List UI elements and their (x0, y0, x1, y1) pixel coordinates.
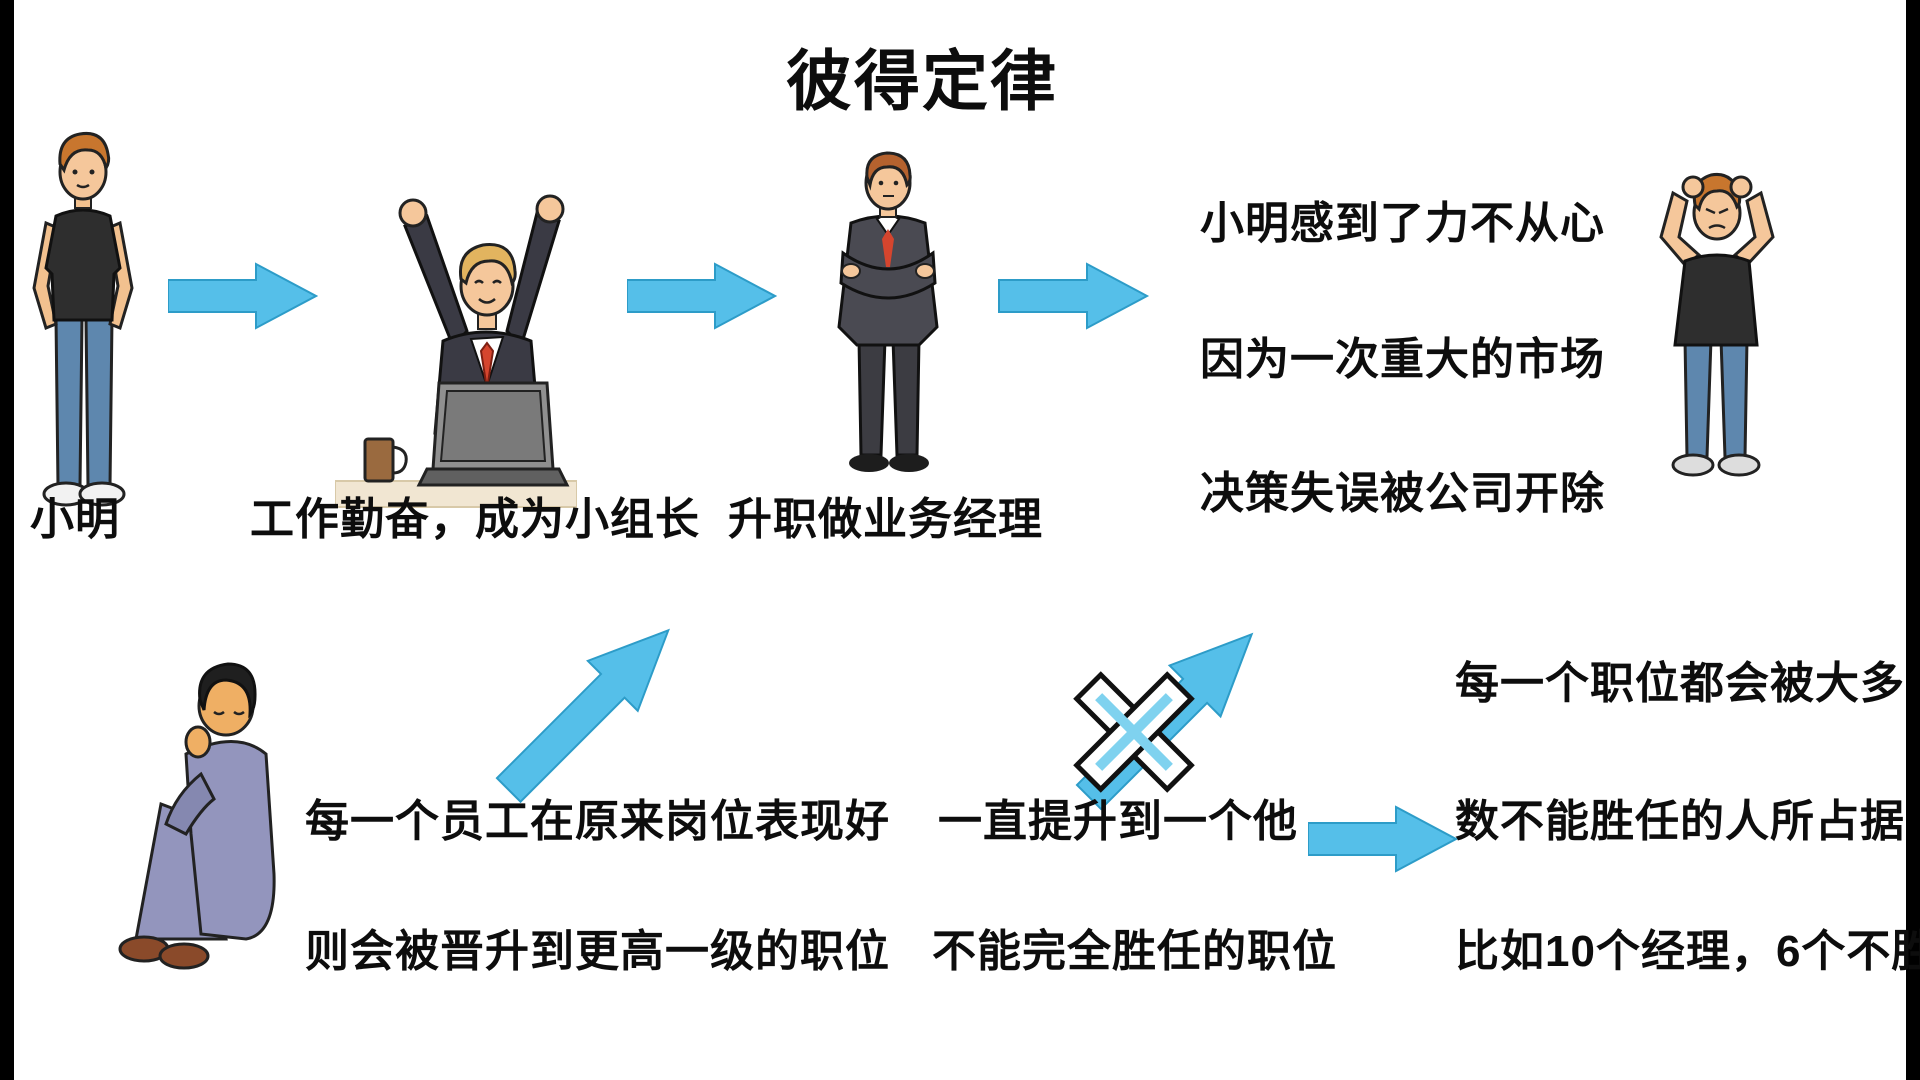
x-mark-icon (1073, 671, 1195, 793)
promotion-text-line-1: 每一个员工在原来岗位表现好 (305, 797, 890, 846)
man-frustrated-head-in-hands-icon (1659, 172, 1775, 477)
result-text-line-3: 比如10个经理，6个不胜任 (1455, 927, 1920, 976)
man-celebrating-at-laptop-figure (335, 171, 577, 521)
outcome-line-3: 决策失误被公司开除 (1200, 469, 1605, 518)
limit-text-line-1: 一直提升到一个他 (938, 797, 1298, 846)
man-celebrating-at-laptop-icon (335, 194, 577, 508)
man-sitting-dejected-icon (118, 662, 276, 970)
promotion-text-line-2: 则会被晋升到更高一级的职位 (305, 927, 890, 976)
page-title: 彼得定律 (786, 44, 1058, 118)
step3-label: 升职做业务经理 (728, 495, 1043, 544)
outcome-line-1: 小明感到了力不从心 (1200, 199, 1605, 248)
step1-label: 小明 (30, 495, 120, 544)
result-text-line-2: 数不能胜任的人所占据 (1455, 797, 1905, 846)
step2-label: 工作勤奋，成为小组长 (250, 495, 700, 544)
man-frustrated-head-in-hands-figure (1633, 157, 1801, 491)
outcome-line-2: 因为一次重大的市场 (1200, 335, 1605, 384)
manager-arms-crossed-figure (807, 149, 969, 491)
promotion-up-arrow-icon (494, 609, 702, 806)
blocked-promotion-arrow-icon (1049, 612, 1285, 814)
manager-arms-crossed-icon (837, 151, 939, 472)
flow-arrow-right-icon-3 (993, 260, 1155, 332)
young-man-standing-figure (22, 128, 144, 520)
letterbox-right (1906, 0, 1920, 1080)
man-sitting-dejected-figure (106, 634, 292, 974)
letterbox-left (0, 0, 14, 1080)
flow-arrow-right-icon-4 (1308, 803, 1458, 875)
flow-arrow-right-icon-1 (168, 260, 318, 332)
flow-arrow-right-icon-2 (627, 260, 777, 332)
result-text-line-1: 每一个职位都会被大多 (1455, 659, 1905, 708)
young-man-standing-icon (32, 131, 134, 507)
limit-text-line-2: 不能完全胜任的职位 (932, 927, 1337, 976)
